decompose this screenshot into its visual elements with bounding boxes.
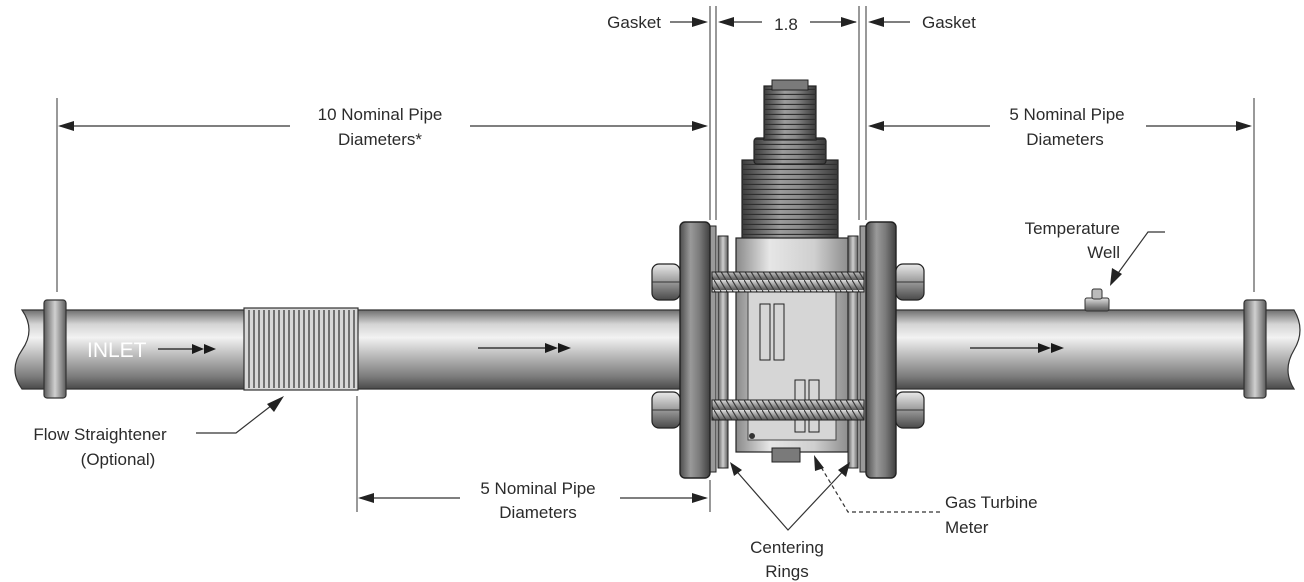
upstream-length-label-line2: Diameters* xyxy=(338,130,422,149)
flow-straightener-label-line1: Flow Straightener xyxy=(33,425,167,444)
downstream-pipe xyxy=(889,309,1301,390)
meter-length-label: 1.8 xyxy=(774,15,798,34)
centering-ring-left xyxy=(717,235,729,469)
flange-stud-upper xyxy=(711,271,865,293)
centering-rings-label-line1: Centering xyxy=(750,538,824,557)
flange-right xyxy=(865,221,897,479)
centering-rings-label-line2: Rings xyxy=(765,562,808,581)
flange-left xyxy=(679,221,711,479)
inlet-label: INLET xyxy=(87,339,147,362)
temperature-well xyxy=(1084,288,1110,312)
flow-arrows xyxy=(158,343,1064,354)
straightener-length-label-line2: Diameters xyxy=(499,503,576,522)
extension-lines xyxy=(56,6,1255,512)
downstream-length-label-line1: 5 Nominal Pipe xyxy=(1009,105,1124,124)
temperature-well-label-line1: Temperature xyxy=(1025,219,1120,238)
nut-lower-right xyxy=(895,391,925,429)
flow-straightener xyxy=(243,307,359,391)
nut-upper-right xyxy=(895,263,925,301)
gas-turbine-meter-label-line2: Meter xyxy=(945,518,989,537)
centering-ring-right xyxy=(847,235,859,469)
temperature-well-label-line2: Well xyxy=(1087,243,1120,262)
straightener-length-label-line1: 5 Nominal Pipe xyxy=(480,479,595,498)
gasket-left-label: Gasket xyxy=(607,13,661,32)
nut-upper-left xyxy=(651,263,681,301)
dimension-upstream-10d xyxy=(58,121,708,131)
gasket-right-label: Gasket xyxy=(922,13,976,32)
flange-stud-lower xyxy=(711,399,865,421)
meter-assembly xyxy=(651,79,925,479)
leader-lines xyxy=(196,231,1165,531)
gasket-pointers xyxy=(670,17,910,27)
inlet-pipe-coupling xyxy=(43,299,67,399)
flow-straightener-label-line2: (Optional) xyxy=(81,450,156,469)
gas-turbine-meter-label-line1: Gas Turbine xyxy=(945,493,1038,512)
outlet-pipe-coupling xyxy=(1243,299,1267,399)
dimension-straightener-5d xyxy=(358,493,708,503)
upstream-length-label-line1: 10 Nominal Pipe xyxy=(318,105,443,124)
downstream-length-label-line2: Diameters xyxy=(1026,130,1103,149)
dimension-downstream-5d xyxy=(868,121,1252,131)
nut-lower-left xyxy=(651,391,681,429)
meter-connector xyxy=(741,79,839,241)
dimension-meter-length xyxy=(718,17,857,27)
